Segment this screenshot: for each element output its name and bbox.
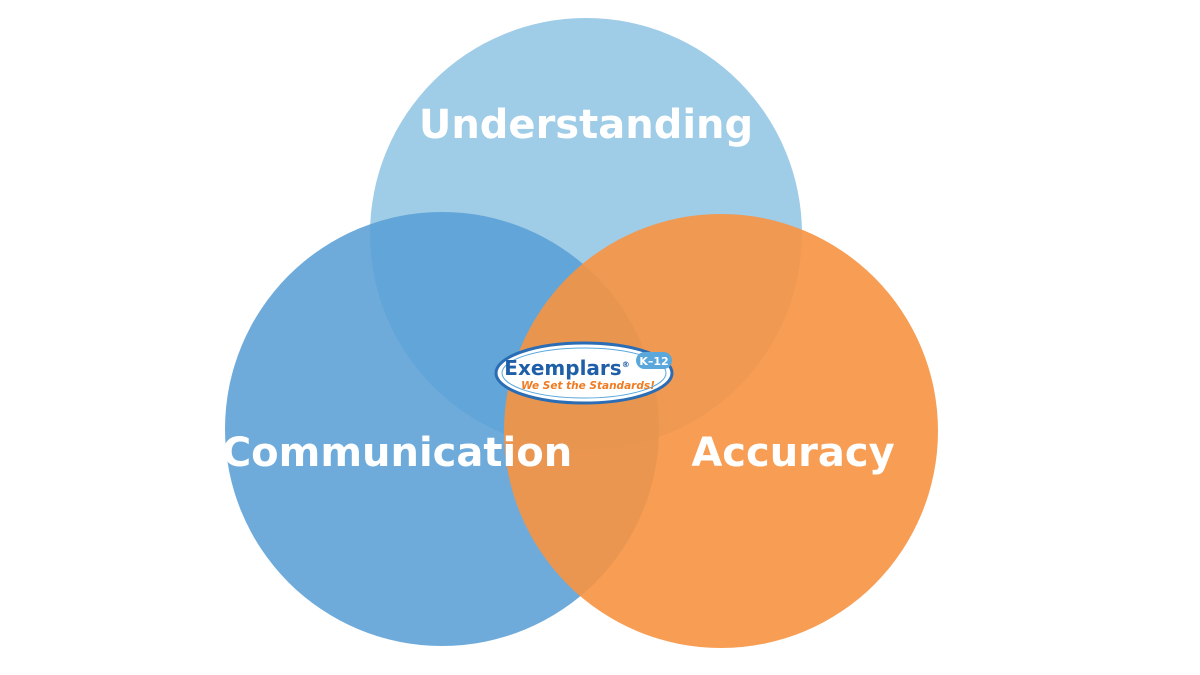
understanding-label: Understanding — [419, 102, 753, 148]
logo-tagline: We Set the Standards! — [521, 380, 655, 392]
accuracy-circle — [504, 214, 938, 648]
logo-grade-label: K–12 — [639, 355, 668, 368]
communication-label: Communication — [222, 430, 572, 476]
accuracy-label: Accuracy — [691, 430, 894, 476]
logo-registered-mark: ® — [622, 360, 630, 369]
logo-name: Exemplars® — [504, 356, 629, 380]
logo-oval — [494, 341, 674, 405]
logo-grade-badge — [636, 352, 672, 369]
logo-name-text: Exemplars — [504, 356, 621, 380]
logo-oval-inner — [501, 347, 667, 399]
exemplars-logo: K–12 Exemplars® We Set the Standards! — [494, 341, 674, 405]
